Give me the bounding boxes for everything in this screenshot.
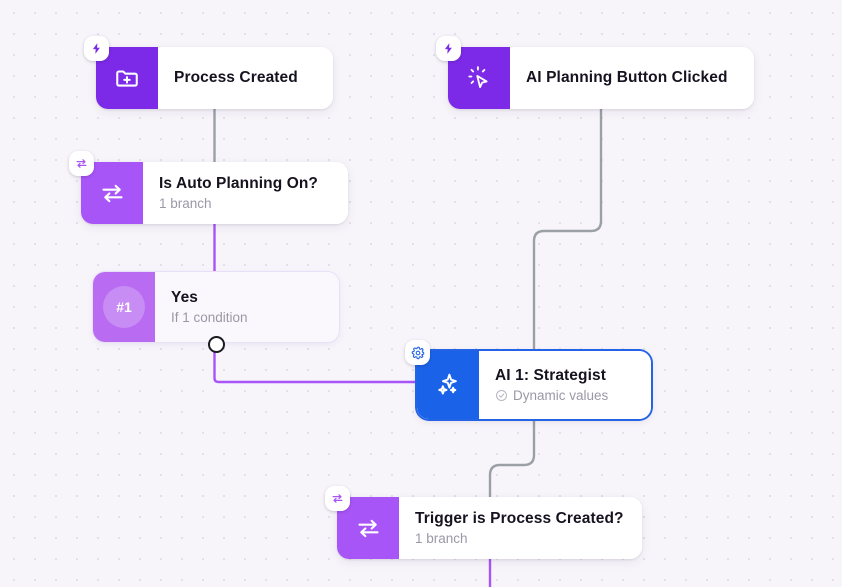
is-auto-planning-on-node[interactable]: Is Auto Planning On? 1 branch bbox=[69, 151, 348, 224]
swap-arrows-icon bbox=[357, 519, 379, 537]
process-created-labels: Process Created bbox=[158, 47, 333, 109]
ai-settings-badge[interactable] bbox=[405, 340, 430, 365]
wire-yes-to-ai bbox=[213, 349, 417, 384]
wire-button-clicked-to-ai bbox=[532, 109, 603, 351]
process-created-title: Process Created bbox=[174, 69, 298, 86]
trigger-badge bbox=[436, 36, 461, 61]
wire-ai-to-trigger-branch bbox=[488, 419, 536, 497]
check-circle-icon bbox=[496, 390, 507, 401]
ai-1-strategist-subtitle: Dynamic values bbox=[495, 388, 637, 403]
yes-condition-detail: If 1 condition bbox=[171, 310, 248, 325]
swap-arrows-icon bbox=[76, 159, 87, 168]
is-auto-planning-subtitle: 1 branch bbox=[159, 196, 334, 211]
trigger-is-process-created-subtitle: 1 branch bbox=[415, 531, 628, 546]
is-auto-planning-labels: Is Auto Planning On? 1 branch bbox=[143, 162, 348, 224]
folder-plus-icon bbox=[116, 70, 138, 87]
ai-1-strategist-node[interactable]: AI 1: Strategist Dynamic values bbox=[405, 340, 651, 419]
is-auto-planning-title: Is Auto Planning On? bbox=[159, 175, 318, 192]
yes-condition-output-port[interactable] bbox=[208, 336, 225, 353]
yes-condition-icon-pane: #1 bbox=[93, 272, 155, 342]
sparkles-icon bbox=[438, 373, 457, 395]
branch-badge bbox=[69, 151, 94, 176]
trigger-branch-count: 1 branch bbox=[415, 531, 468, 546]
yes-condition-subtitle: If 1 condition bbox=[171, 310, 325, 325]
gear-icon bbox=[411, 346, 424, 359]
lightning-bolt-icon bbox=[92, 43, 100, 54]
cursor-click-icon bbox=[468, 66, 488, 89]
ai-planning-button-title: AI Planning Button Clicked bbox=[526, 69, 728, 86]
condition-number-badge: #1 bbox=[103, 286, 145, 328]
ai-1-strategist-labels: AI 1: Strategist Dynamic values bbox=[479, 351, 651, 419]
branch-badge bbox=[325, 486, 350, 511]
ai-1-strategist-title: AI 1: Strategist bbox=[495, 367, 606, 384]
trigger-is-process-created-icon-pane bbox=[337, 497, 399, 559]
yes-condition-labels: Yes If 1 condition bbox=[155, 272, 339, 342]
trigger-is-process-created-node[interactable]: Trigger is Process Created? 1 branch bbox=[325, 486, 642, 559]
lightning-bolt-icon bbox=[444, 43, 452, 54]
ai-planning-button-clicked-node[interactable]: AI Planning Button Clicked bbox=[436, 36, 754, 109]
ai-planning-button-labels: AI Planning Button Clicked bbox=[510, 47, 754, 109]
trigger-is-process-created-labels: Trigger is Process Created? 1 branch bbox=[399, 497, 642, 559]
trigger-is-process-created-title: Trigger is Process Created? bbox=[415, 510, 624, 527]
process-created-node[interactable]: Process Created bbox=[84, 36, 333, 109]
yes-condition-node[interactable]: #1 Yes If 1 condition bbox=[93, 272, 339, 342]
trigger-badge bbox=[84, 36, 109, 61]
yes-condition-title: Yes bbox=[171, 289, 199, 306]
swap-arrows-icon bbox=[332, 494, 343, 503]
ai-1-strategist-values-label: Dynamic values bbox=[513, 388, 609, 403]
swap-arrows-icon bbox=[101, 184, 123, 202]
is-auto-planning-branch-count: 1 branch bbox=[159, 196, 212, 211]
